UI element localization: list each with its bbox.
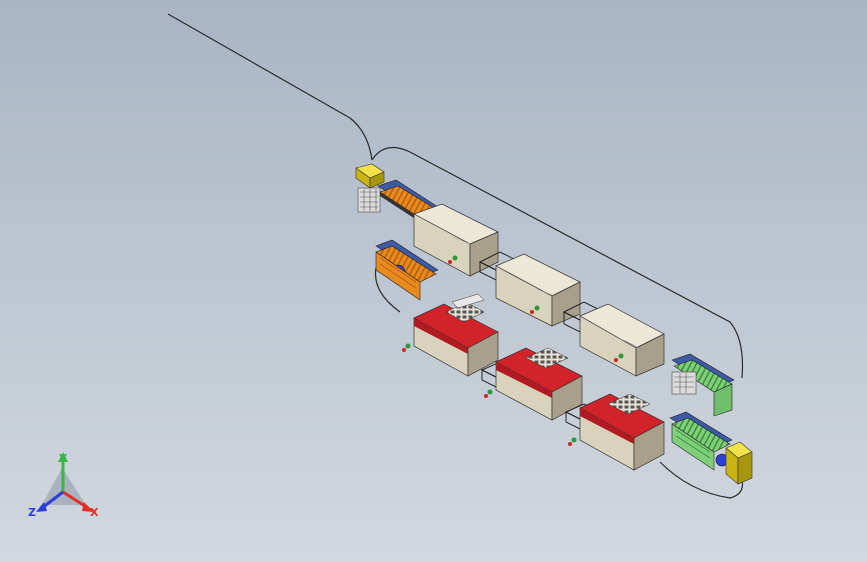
lower-oven-2[interactable] bbox=[484, 347, 583, 421]
z-arrow-icon bbox=[36, 502, 47, 512]
upper-loop-cable bbox=[371, 146, 744, 379]
coordinate-triad[interactable]: Y X Z bbox=[28, 452, 99, 519]
z-axis-label: Z bbox=[28, 506, 36, 519]
lower-oven-1[interactable] bbox=[402, 293, 499, 377]
y-arrow-icon bbox=[58, 452, 68, 462]
upper-machine-2[interactable] bbox=[495, 253, 581, 327]
left-lower-conveyor-orange[interactable] bbox=[375, 239, 439, 301]
upper-machine-1[interactable] bbox=[413, 203, 499, 277]
x-axis-label: X bbox=[90, 506, 99, 519]
upper-machine-3[interactable] bbox=[579, 303, 665, 377]
output-module[interactable] bbox=[725, 441, 753, 485]
bottom-loop-cable bbox=[659, 461, 744, 499]
input-module[interactable] bbox=[355, 163, 385, 213]
supply-cable bbox=[167, 13, 373, 161]
x-arrow-icon bbox=[82, 502, 94, 512]
rack-block bbox=[357, 187, 381, 213]
right-upper-conveyor-green[interactable] bbox=[671, 353, 735, 417]
y-axis-label: Y bbox=[58, 452, 68, 465]
left-lower-cable bbox=[374, 267, 401, 313]
cable-lines bbox=[167, 13, 744, 499]
lower-oven-3[interactable] bbox=[568, 393, 665, 471]
right-lower-conveyor-green[interactable] bbox=[669, 411, 733, 471]
z-axis-line bbox=[41, 490, 64, 510]
